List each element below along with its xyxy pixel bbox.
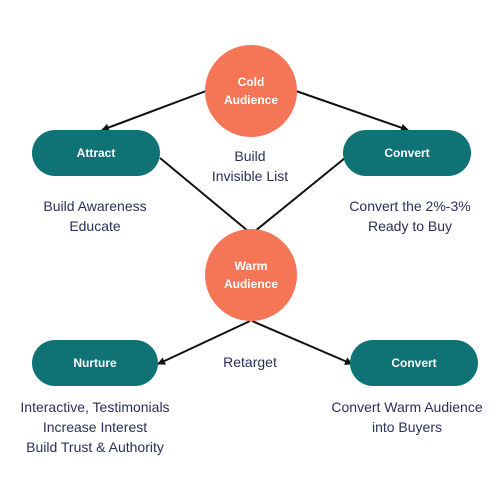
warm-audience-line1: Warm	[234, 259, 268, 273]
convert-top-node: Convert	[343, 130, 471, 176]
nurture-description-line2: Increase Interest	[42, 419, 148, 435]
convert-bottom-description-line1: Convert Warm Audience	[331, 399, 483, 415]
convert-top-description: Convert the 2%-3% Ready to Buy	[335, 196, 485, 236]
warm-audience-node: Warm Audience	[205, 229, 297, 321]
convert-bottom-node: Convert	[350, 340, 478, 386]
arrow-convert-to-warm	[248, 157, 346, 237]
convert-bottom-description: Convert Warm Audience into Buyers	[318, 397, 496, 437]
nurture-description-line1: Interactive, Testimonials	[20, 399, 170, 415]
build-invisible-list-line1: Build	[234, 148, 266, 164]
arrow-attract-to-warm	[159, 157, 255, 237]
cold-audience-node: Cold Audience	[205, 45, 297, 137]
nurture-node: Nurture	[32, 340, 158, 386]
cold-audience-line1: Cold	[237, 75, 265, 89]
attract-label: Attract	[76, 146, 116, 160]
warm-audience-line2: Audience	[223, 277, 278, 291]
nurture-description: Interactive, Testimonials Increase Inter…	[5, 397, 185, 457]
nurture-description-line3: Build Trust & Authority	[26, 439, 164, 455]
attract-node: Attract	[32, 130, 160, 176]
nurture-label: Nurture	[73, 356, 117, 370]
arrow-cold-to-attract	[101, 90, 207, 132]
retarget-label: Retarget	[200, 352, 300, 372]
convert-top-description-line2: Ready to Buy	[367, 218, 453, 234]
arrow-cold-to-convert	[295, 90, 409, 132]
attract-description: Build Awareness Educate	[20, 196, 170, 236]
convert-top-label: Convert	[384, 146, 430, 160]
cold-audience-line2: Audience	[223, 93, 278, 107]
attract-description-line2: Educate	[69, 218, 121, 234]
convert-bottom-label: Convert	[391, 356, 437, 370]
convert-top-description-line1: Convert the 2%-3%	[349, 198, 471, 214]
convert-bottom-description-line2: into Buyers	[371, 419, 443, 435]
build-invisible-list-label: Build Invisible List	[190, 146, 310, 186]
arrow-warm-to-convert	[251, 320, 353, 365]
retarget-text: Retarget	[223, 354, 277, 370]
build-invisible-list-line2: Invisible List	[211, 168, 289, 184]
arrow-warm-to-nurture	[157, 320, 251, 365]
attract-description-line1: Build Awareness	[43, 198, 147, 214]
